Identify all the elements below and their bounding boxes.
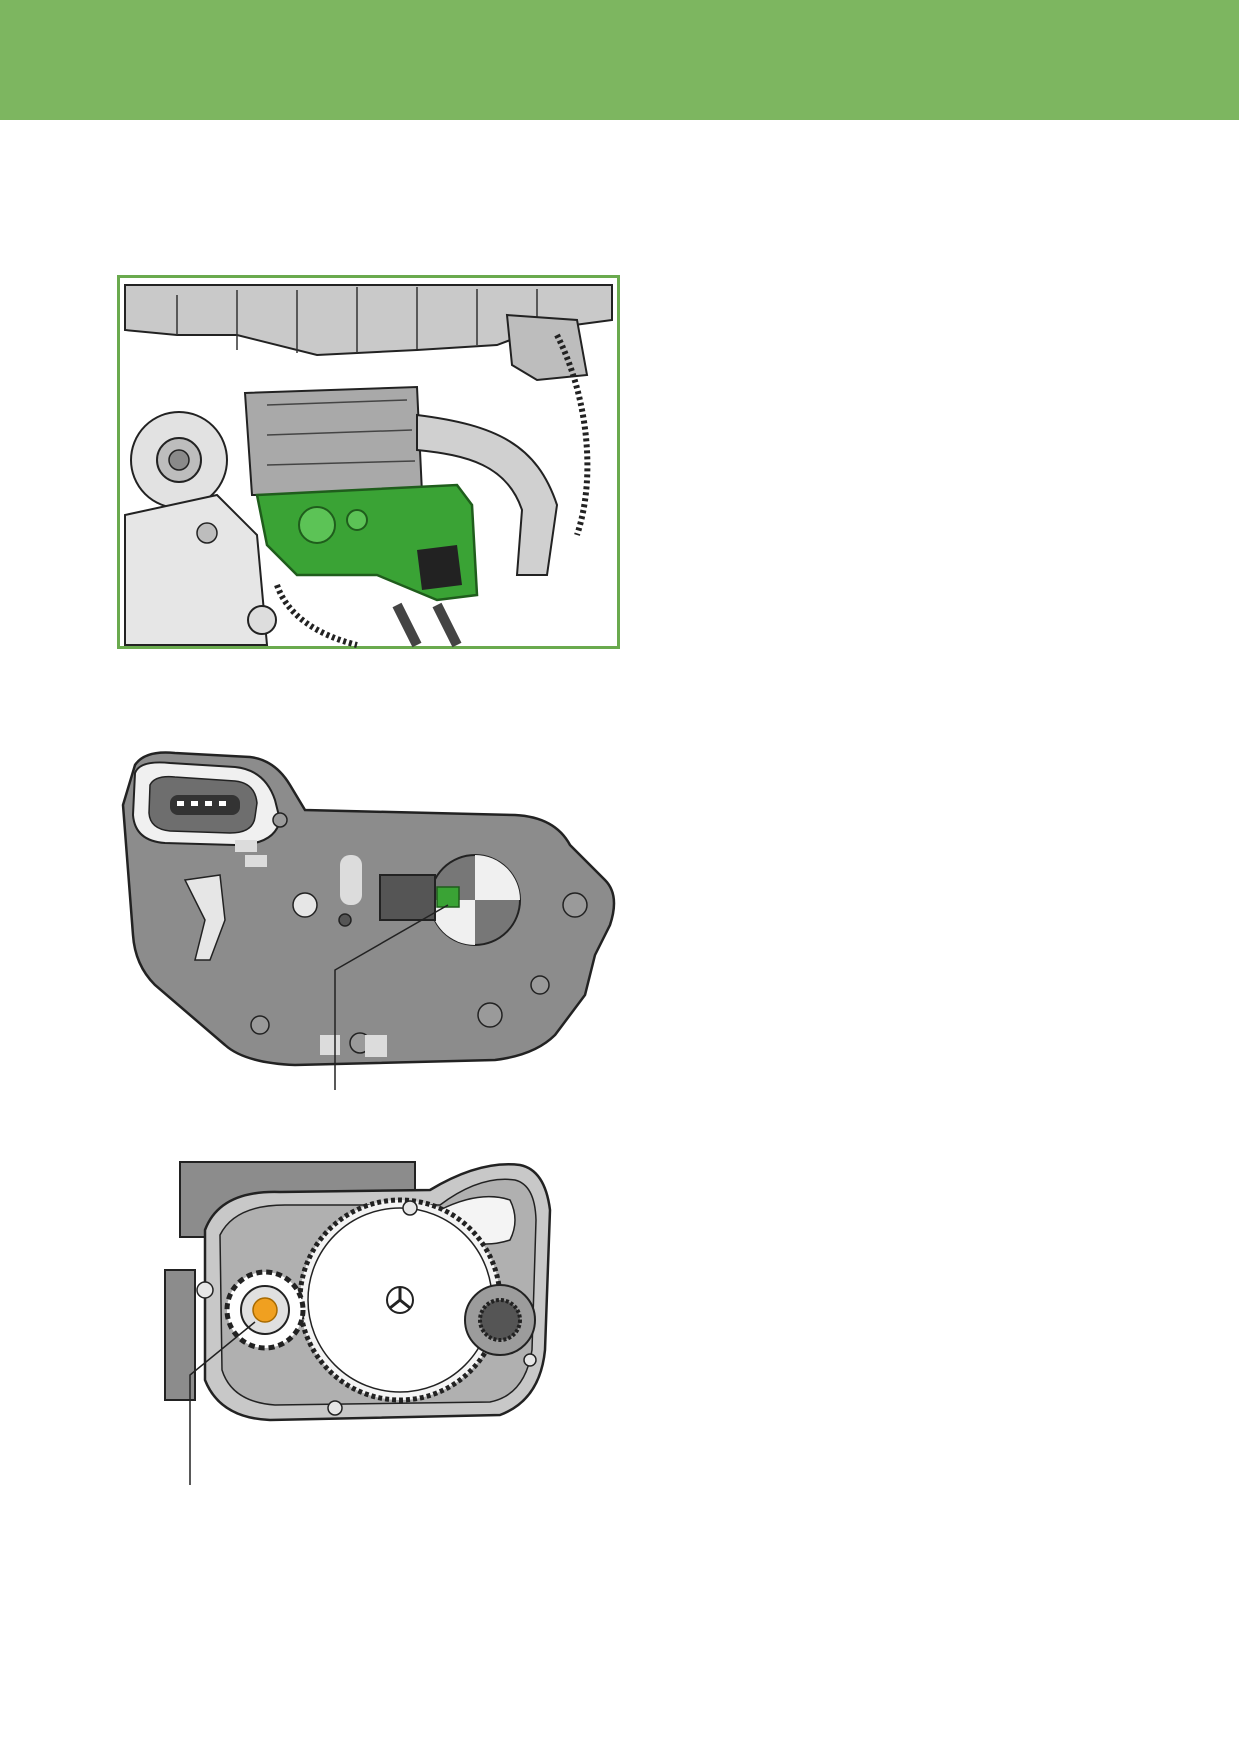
sensor-housing-figure xyxy=(115,745,635,1105)
header-band xyxy=(0,0,1239,120)
engine-bay-figure xyxy=(117,275,620,649)
gearbox-cover-figure xyxy=(160,1150,620,1490)
housing-illustration xyxy=(121,751,616,1090)
engine-illustration xyxy=(117,275,620,649)
gear-illustration xyxy=(164,1161,552,1485)
